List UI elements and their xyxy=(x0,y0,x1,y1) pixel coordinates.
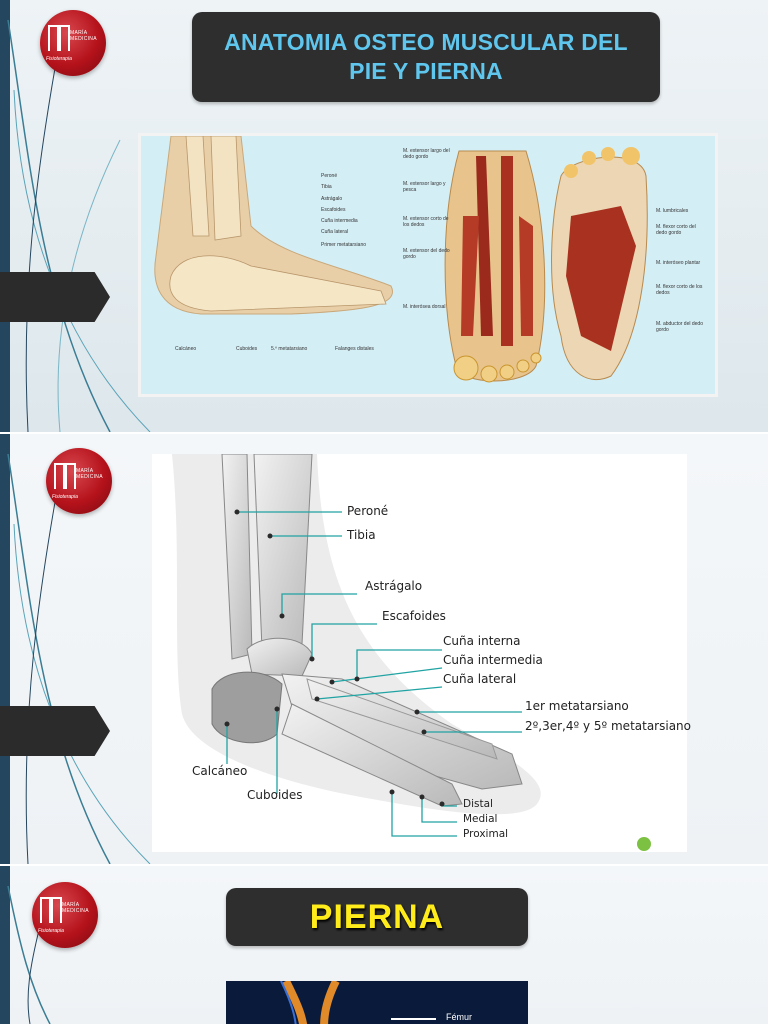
label-tibia: Tibia xyxy=(347,528,376,542)
label-proximal: Proximal xyxy=(463,828,509,840)
left-accent-bar xyxy=(0,0,10,432)
label-interosea-dorsal: M. interósea dorsal xyxy=(403,304,446,310)
slide-title: PIERNA xyxy=(226,888,528,946)
dorsal-foot-illustration xyxy=(444,150,546,383)
foot-bones-figure: Peroné Tibia Astrágalo Escafoides Cuña i… xyxy=(152,453,691,852)
label-escafoides: Escafoides xyxy=(321,207,346,213)
label-flexor-corto-dedo-gordo: M. flexor corto del dedo gordo xyxy=(656,224,696,236)
label-distal: Distal xyxy=(463,798,493,810)
left-accent-bar xyxy=(0,866,10,1024)
label-cuna-intermedia: Cuña intermedia xyxy=(443,653,543,667)
arrow-tab xyxy=(0,706,110,756)
label-flexor-corto-dedos: M. flexor corto de los dedos xyxy=(656,284,703,296)
foot-logo-icon xyxy=(637,837,651,851)
label-extensor-largo: M. extensor largo del dedo gordo xyxy=(403,148,450,160)
label-metatarsianos: 2º,3er,4º y 5º metatarsiano xyxy=(525,719,692,733)
foot-bones-illustration xyxy=(172,453,651,851)
left-accent-bar xyxy=(0,434,10,864)
foot-anatomy-figure: Peroné Tibia Astrágalo Escafoides Cuña i… xyxy=(138,133,718,397)
label-femur: Fémur xyxy=(446,1012,473,1022)
label-perone: Peroné xyxy=(321,173,338,179)
label-extensor-largo-pesca: M. extensor largo y pesca xyxy=(403,181,446,193)
label-cuna-lateral: Cuña lateral xyxy=(443,672,517,686)
label-extensor-dedo-gordo: M. extensor del dedo gordo xyxy=(403,248,450,260)
label-perone: Peroné xyxy=(347,504,389,518)
label-5-metatarsiano: 5.º metatarsiano xyxy=(271,346,308,352)
label-escafoides: Escafoides xyxy=(382,609,446,623)
label-primer-metatarsiano: Primer metatarsiano xyxy=(321,242,367,248)
label-tibia: Tibia xyxy=(321,184,332,190)
leg-illustration xyxy=(280,979,436,1024)
label-calcaneo: Calcáneo xyxy=(192,764,248,778)
label-astragalo: Astrágalo xyxy=(365,579,423,593)
label-calcaneo: Calcáneo xyxy=(175,346,197,352)
decorative-swoosh xyxy=(7,885,51,1024)
arrow-tab xyxy=(0,272,110,322)
label-1er-metatarsiano: 1er metatarsiano xyxy=(525,699,629,713)
label-cuboides: Cuboides xyxy=(247,788,303,802)
label-extensor-corto: M. extensor corto de los dedos xyxy=(403,216,449,228)
label-cuna-lateral: Cuña lateral xyxy=(321,229,348,235)
label-abductor-dedo-gordo: M. abductor del dedo gordo xyxy=(656,321,703,333)
label-falanges-distales: Falanges distales xyxy=(335,346,374,352)
plantar-foot-illustration xyxy=(551,147,648,381)
label-cuna-intermedia: Cuña intermedia xyxy=(321,218,358,224)
label-interoseo-plantar: M. interóseo plantar xyxy=(656,260,701,266)
label-cuna-interna: Cuña interna xyxy=(443,634,521,648)
leg-anatomy-figure: Fémur xyxy=(226,979,528,1024)
label-astragalo: Astrágalo xyxy=(321,196,343,202)
foot-illustration xyxy=(154,135,648,383)
label-cuboides: Cuboides xyxy=(236,346,258,352)
label-medial: Medial xyxy=(463,813,498,825)
label-lumbricales: M. lumbricales xyxy=(656,208,689,214)
